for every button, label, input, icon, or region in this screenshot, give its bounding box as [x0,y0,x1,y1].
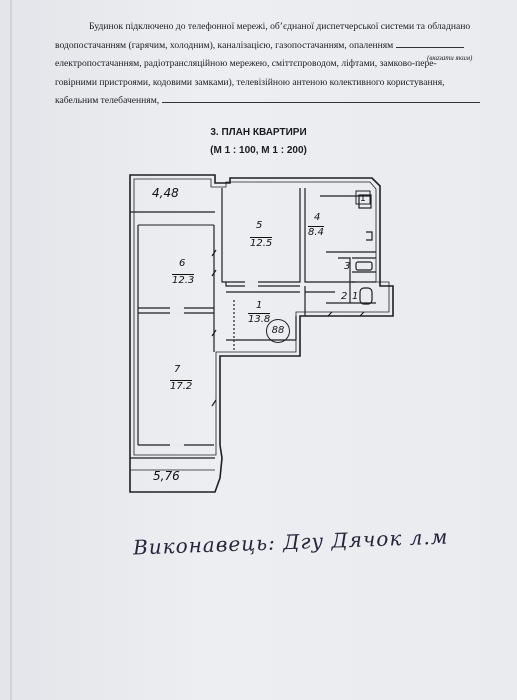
corner-mark: 1 [360,194,366,204]
section-scale: (М 1 : 100, М 1 : 200) [210,145,307,156]
section-title: 3. ПЛАН КВАРТИРИ [210,127,307,138]
header-line-3: електропостачанням, радіотрансляційною м… [55,58,437,69]
header-line-2-text: водопостачанням (гарячим, холодним), кан… [55,39,394,51]
room-7-number: 7 [174,364,181,375]
room-3-number: 3 [344,261,351,272]
room-2-area: 1 [352,291,359,302]
room-6-area: 12.3 [172,274,195,286]
room-5-number: 5 [256,220,263,231]
room-1-number: 1 [256,300,263,311]
header-line-2: водопостачанням (гарячим, холодним), кан… [55,37,495,56]
header-line-1: Будинок підключено до телефонної мережі,… [89,21,471,32]
page-fold [10,0,12,700]
heating-blank [395,46,464,48]
inventory-stamp: 88 [266,319,290,343]
header-line-4: говірними пристроями, кодовими замками),… [55,76,445,88]
room-5-area: 12.5 [250,237,273,249]
room-7-area: 17.2 [170,380,193,392]
room-4-area: 8.4 [308,226,324,238]
room-2-number: 2 [341,291,348,302]
heating-hint: (вказати яким) [427,54,473,62]
header-line-5-text: кабельним телебаченням, [55,95,160,106]
room-4-number: 4 [314,212,321,223]
cable-blank [161,102,480,103]
header-line-5: кабельним телебаченням, [55,92,495,111]
header-paragraph: Будинок підключено до телефонної мережі,… [55,18,495,111]
room-6-number: 6 [179,258,186,269]
room-1-area: 13.8 [248,313,271,325]
balcony-top-area: 4,48 [152,186,179,200]
balcony-bottom-area: 5,76 [153,469,180,483]
